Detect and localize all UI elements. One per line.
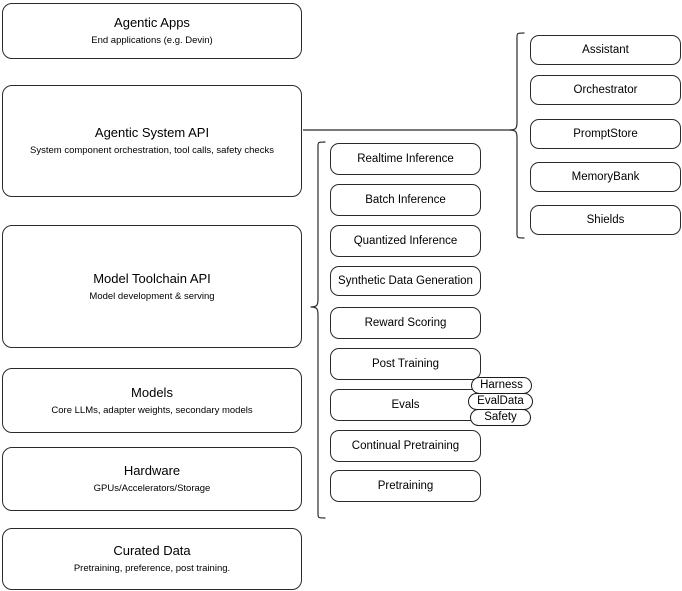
layer-title: Hardware bbox=[123, 463, 181, 478]
layer-subtitle: System component orchestration, tool cal… bbox=[30, 145, 274, 156]
layer-box-models[interactable]: Models Core LLMs, adapter weights, secon… bbox=[2, 368, 302, 433]
capability-label: Realtime Inference bbox=[357, 153, 454, 165]
layer-subtitle: Model development & serving bbox=[89, 290, 215, 302]
component-assistant[interactable]: Assistant bbox=[530, 35, 681, 65]
layer-title: Model Toolchain API bbox=[93, 270, 211, 286]
layer-title: Agentic System API bbox=[94, 125, 210, 140]
layer-box-curated-data[interactable]: Curated Data Pretraining, preference, po… bbox=[2, 528, 302, 590]
capability-label: Pretraining bbox=[377, 480, 434, 492]
eval-badge-safety[interactable]: Safety bbox=[470, 409, 531, 426]
capability-batch-inference[interactable]: Batch Inference bbox=[330, 184, 481, 216]
layer-box-agentic-system-api[interactable]: Agentic System API System component orch… bbox=[2, 85, 302, 197]
component-label: Assistant bbox=[582, 44, 629, 56]
component-shields[interactable]: Shields bbox=[530, 205, 681, 235]
layer-subtitle: GPUs/Accelerators/Storage bbox=[93, 483, 211, 494]
component-orchestrator[interactable]: Orchestrator bbox=[530, 75, 681, 105]
brace-components bbox=[508, 28, 532, 246]
layer-title: Agentic Apps bbox=[114, 15, 190, 30]
component-label: Orchestrator bbox=[573, 84, 638, 96]
layer-subtitle: End applications (e.g. Devin) bbox=[91, 35, 213, 46]
capability-post-training[interactable]: Post Training bbox=[330, 348, 481, 380]
capability-label: Post Training bbox=[371, 358, 440, 370]
layer-title: Curated Data bbox=[113, 543, 191, 558]
capability-quantized-inference[interactable]: Quantized Inference bbox=[330, 225, 481, 257]
component-label: Shields bbox=[586, 214, 625, 226]
eval-badge-harness[interactable]: Harness bbox=[471, 377, 532, 394]
capability-label: Quantized Inference bbox=[353, 235, 458, 247]
eval-badge-label: Safety bbox=[484, 411, 517, 423]
layer-box-model-toolchain-api[interactable]: Model Toolchain API Model development & … bbox=[2, 225, 302, 348]
component-memorybank[interactable]: MemoryBank bbox=[530, 162, 681, 192]
capability-label: Evals bbox=[391, 399, 420, 411]
capability-reward-scoring[interactable]: Reward Scoring bbox=[330, 307, 481, 339]
capability-label: Reward Scoring bbox=[364, 317, 447, 329]
layer-subtitle: Core LLMs, adapter weights, secondary mo… bbox=[51, 404, 253, 416]
eval-badge-evaldata[interactable]: EvalData bbox=[468, 393, 533, 410]
component-label: MemoryBank bbox=[571, 171, 640, 183]
capability-label: Synthetic Data Generation bbox=[338, 275, 473, 287]
capability-pretraining[interactable]: Pretraining bbox=[330, 470, 481, 502]
eval-badge-label: Harness bbox=[480, 379, 523, 391]
capability-evals[interactable]: Evals bbox=[330, 389, 481, 421]
capability-realtime-inference[interactable]: Realtime Inference bbox=[330, 143, 481, 175]
layer-box-agentic-apps[interactable]: Agentic Apps End applications (e.g. Devi… bbox=[2, 3, 302, 59]
capability-synthetic-data-generation[interactable]: Synthetic Data Generation bbox=[330, 266, 481, 296]
eval-badge-label: EvalData bbox=[477, 395, 524, 407]
layer-title: Models bbox=[131, 384, 173, 400]
brace-toolchain bbox=[305, 137, 329, 525]
layer-box-hardware[interactable]: Hardware GPUs/Accelerators/Storage bbox=[2, 447, 302, 511]
capability-label: Continual Pretraining bbox=[351, 440, 460, 452]
component-promptstore[interactable]: PromptStore bbox=[530, 119, 681, 149]
capability-label: Batch Inference bbox=[365, 194, 446, 206]
layer-subtitle: Pretraining, preference, post training. bbox=[73, 563, 231, 574]
capability-continual-pretraining[interactable]: Continual Pretraining bbox=[330, 430, 481, 462]
component-label: PromptStore bbox=[573, 128, 638, 140]
